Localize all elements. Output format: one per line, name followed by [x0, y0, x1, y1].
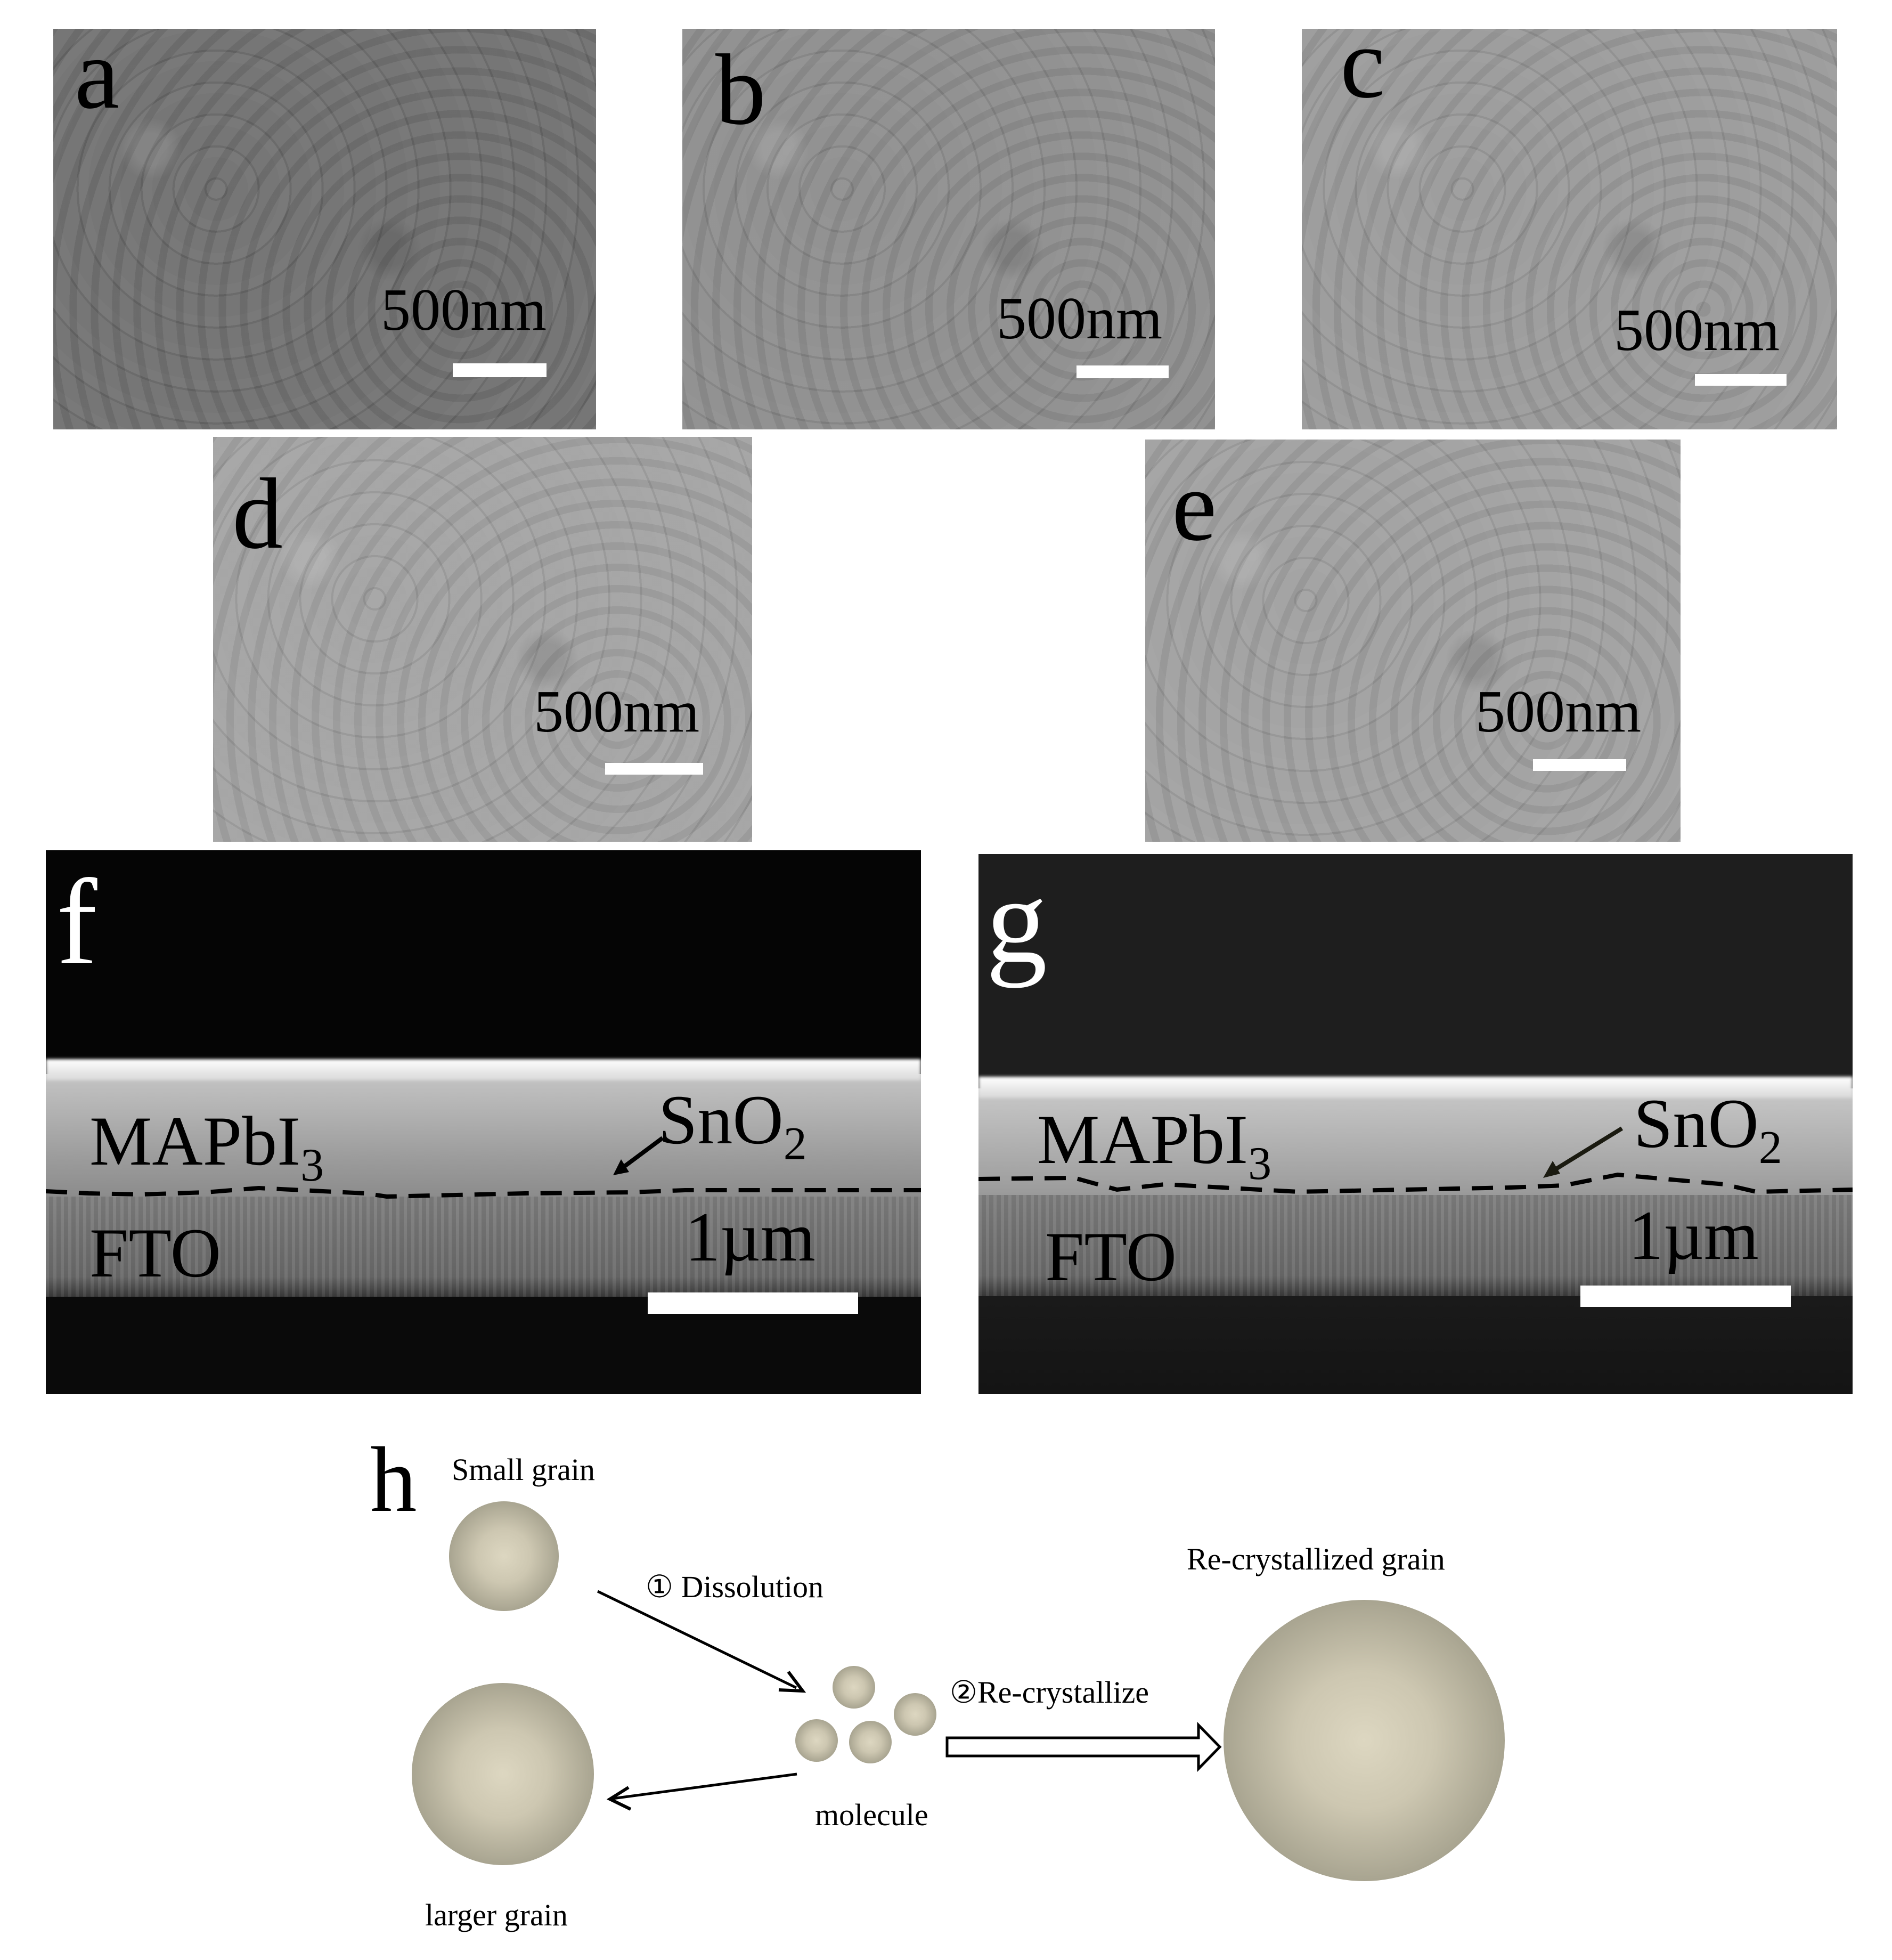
film-top-surface [978, 1077, 1853, 1098]
scale-bar-label-a: 500nm [381, 277, 547, 343]
panel-label-h: h [370, 1428, 417, 1531]
dissolution-step-label: ① Dissolution [646, 1569, 823, 1604]
recrystallized-grain-label: Re-crystallized grain [1187, 1542, 1445, 1576]
sem-panel-a: a 500nm [53, 29, 596, 429]
molecule-sphere-1 [833, 1666, 875, 1709]
cross-section-panel-g: g MAPbI3 SnO2 FTO 1µm [978, 854, 1853, 1394]
recrystallize-step-label: ②Re-crystallize [950, 1675, 1149, 1710]
sno2-arrow-g [1543, 1126, 1624, 1178]
molecule-sphere-4 [849, 1721, 892, 1763]
fto-label-g: FTO [1045, 1217, 1177, 1296]
film-top-surface [46, 1059, 921, 1080]
interface-dashed-line [46, 1185, 921, 1199]
scale-bar-label-g: 1µm [1628, 1196, 1759, 1274]
scale-bar-g [1580, 1286, 1791, 1307]
scale-bar-b [1077, 365, 1169, 378]
scale-bar-label-c: 500nm [1614, 297, 1780, 363]
scale-bar-e [1533, 759, 1626, 771]
panel-label-a: a [75, 29, 120, 130]
scale-bar-label-f: 1µm [685, 1198, 815, 1276]
panel-label-d: d [232, 458, 283, 570]
dissolution-arrow-icon [597, 1590, 806, 1693]
molecule-sphere-3 [795, 1719, 838, 1762]
panel-label-g: g [986, 854, 1047, 988]
mapbi3-label-g: MAPbI3 [1037, 1100, 1272, 1190]
scale-bar-label-e: 500nm [1475, 679, 1642, 745]
mapbi3-label-f: MAPbI3 [89, 1102, 324, 1191]
scale-bar-c [1695, 374, 1787, 386]
growth-arrow-icon [606, 1772, 797, 1811]
glass-substrate [978, 1296, 1853, 1394]
scale-bar-label-d: 500nm [534, 679, 700, 745]
panel-label-c: c [1340, 29, 1385, 119]
fto-label-f: FTO [89, 1214, 221, 1292]
sno2-arrow-f [613, 1136, 664, 1175]
sno2-label-f: SnO2 [658, 1080, 807, 1170]
mapbi3-layer [978, 1088, 1853, 1195]
scale-bar-label-b: 500nm [997, 286, 1163, 352]
larger-grain-label: larger grain [425, 1898, 568, 1932]
sem-panel-e: e 500nm [1145, 440, 1681, 842]
sno2-label-g: SnO2 [1634, 1084, 1782, 1174]
panel-label-e: e [1172, 450, 1217, 562]
sem-panel-b: b 500nm [682, 29, 1215, 429]
interface-dashed-line [978, 1172, 1853, 1194]
fto-layer [978, 1195, 1853, 1296]
cross-section-panel-f: f MAPbI3 SnO2 FTO 1µm [46, 850, 921, 1394]
molecule-sphere-2 [894, 1693, 936, 1736]
recrystallize-hollow-arrow-icon [945, 1721, 1222, 1772]
small-grain-sphere [449, 1501, 559, 1611]
sem-panel-d: d 500nm [213, 437, 752, 842]
scale-bar-d [605, 763, 703, 775]
small-grain-label: Small grain [452, 1452, 596, 1487]
molecule-label: molecule [815, 1798, 928, 1832]
scale-bar-f [648, 1292, 858, 1314]
sem-panel-c: c 500nm [1302, 29, 1837, 429]
mapbi3-layer [46, 1074, 921, 1197]
recrystallized-grain-sphere [1224, 1600, 1505, 1881]
panel-label-b: b [715, 34, 766, 146]
fto-layer [46, 1197, 921, 1297]
scale-bar-a [453, 363, 547, 377]
larger-grain-sphere [412, 1683, 594, 1865]
panel-label-f: f [56, 854, 97, 990]
